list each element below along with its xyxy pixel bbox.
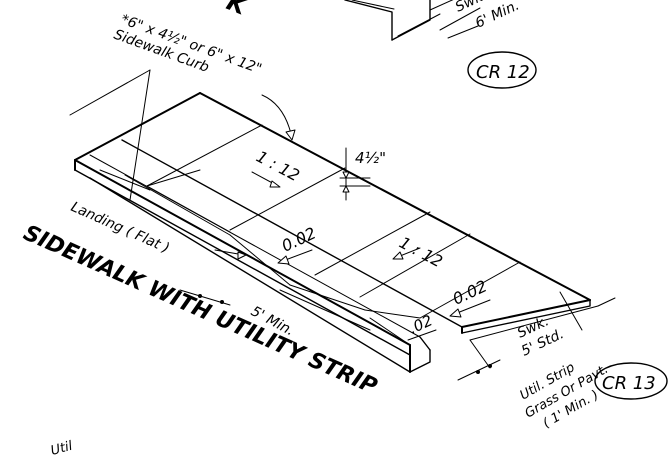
tag-cr12: CR 12	[467, 51, 537, 89]
ramp-body	[69, 69, 591, 373]
tag-cr13: CR 13	[594, 362, 668, 400]
tag-cr12-label: CR 12	[476, 62, 530, 83]
slope-ramp-right: 1 : 12	[396, 233, 446, 271]
curb-height-dim: 4½"	[339, 147, 386, 201]
slope-cross-mid: 0.02	[279, 223, 319, 255]
top-detail-partial: K Swk. 6' Min.	[223, 0, 522, 41]
top-partial-title: K	[223, 0, 253, 21]
slope-cross-right: 0.02	[450, 276, 490, 308]
right-dims: Swk. 5' Std. Util. Strip Grass Or Pavt. …	[457, 291, 616, 431]
curb-height-label: 4½"	[355, 149, 386, 167]
tag-cr13-label: CR 13	[602, 373, 656, 394]
slope-ramp-left: 1 : 12	[253, 147, 303, 185]
slope-gutter: .02	[406, 311, 435, 337]
bottom-partial-label: Util	[49, 439, 74, 459]
